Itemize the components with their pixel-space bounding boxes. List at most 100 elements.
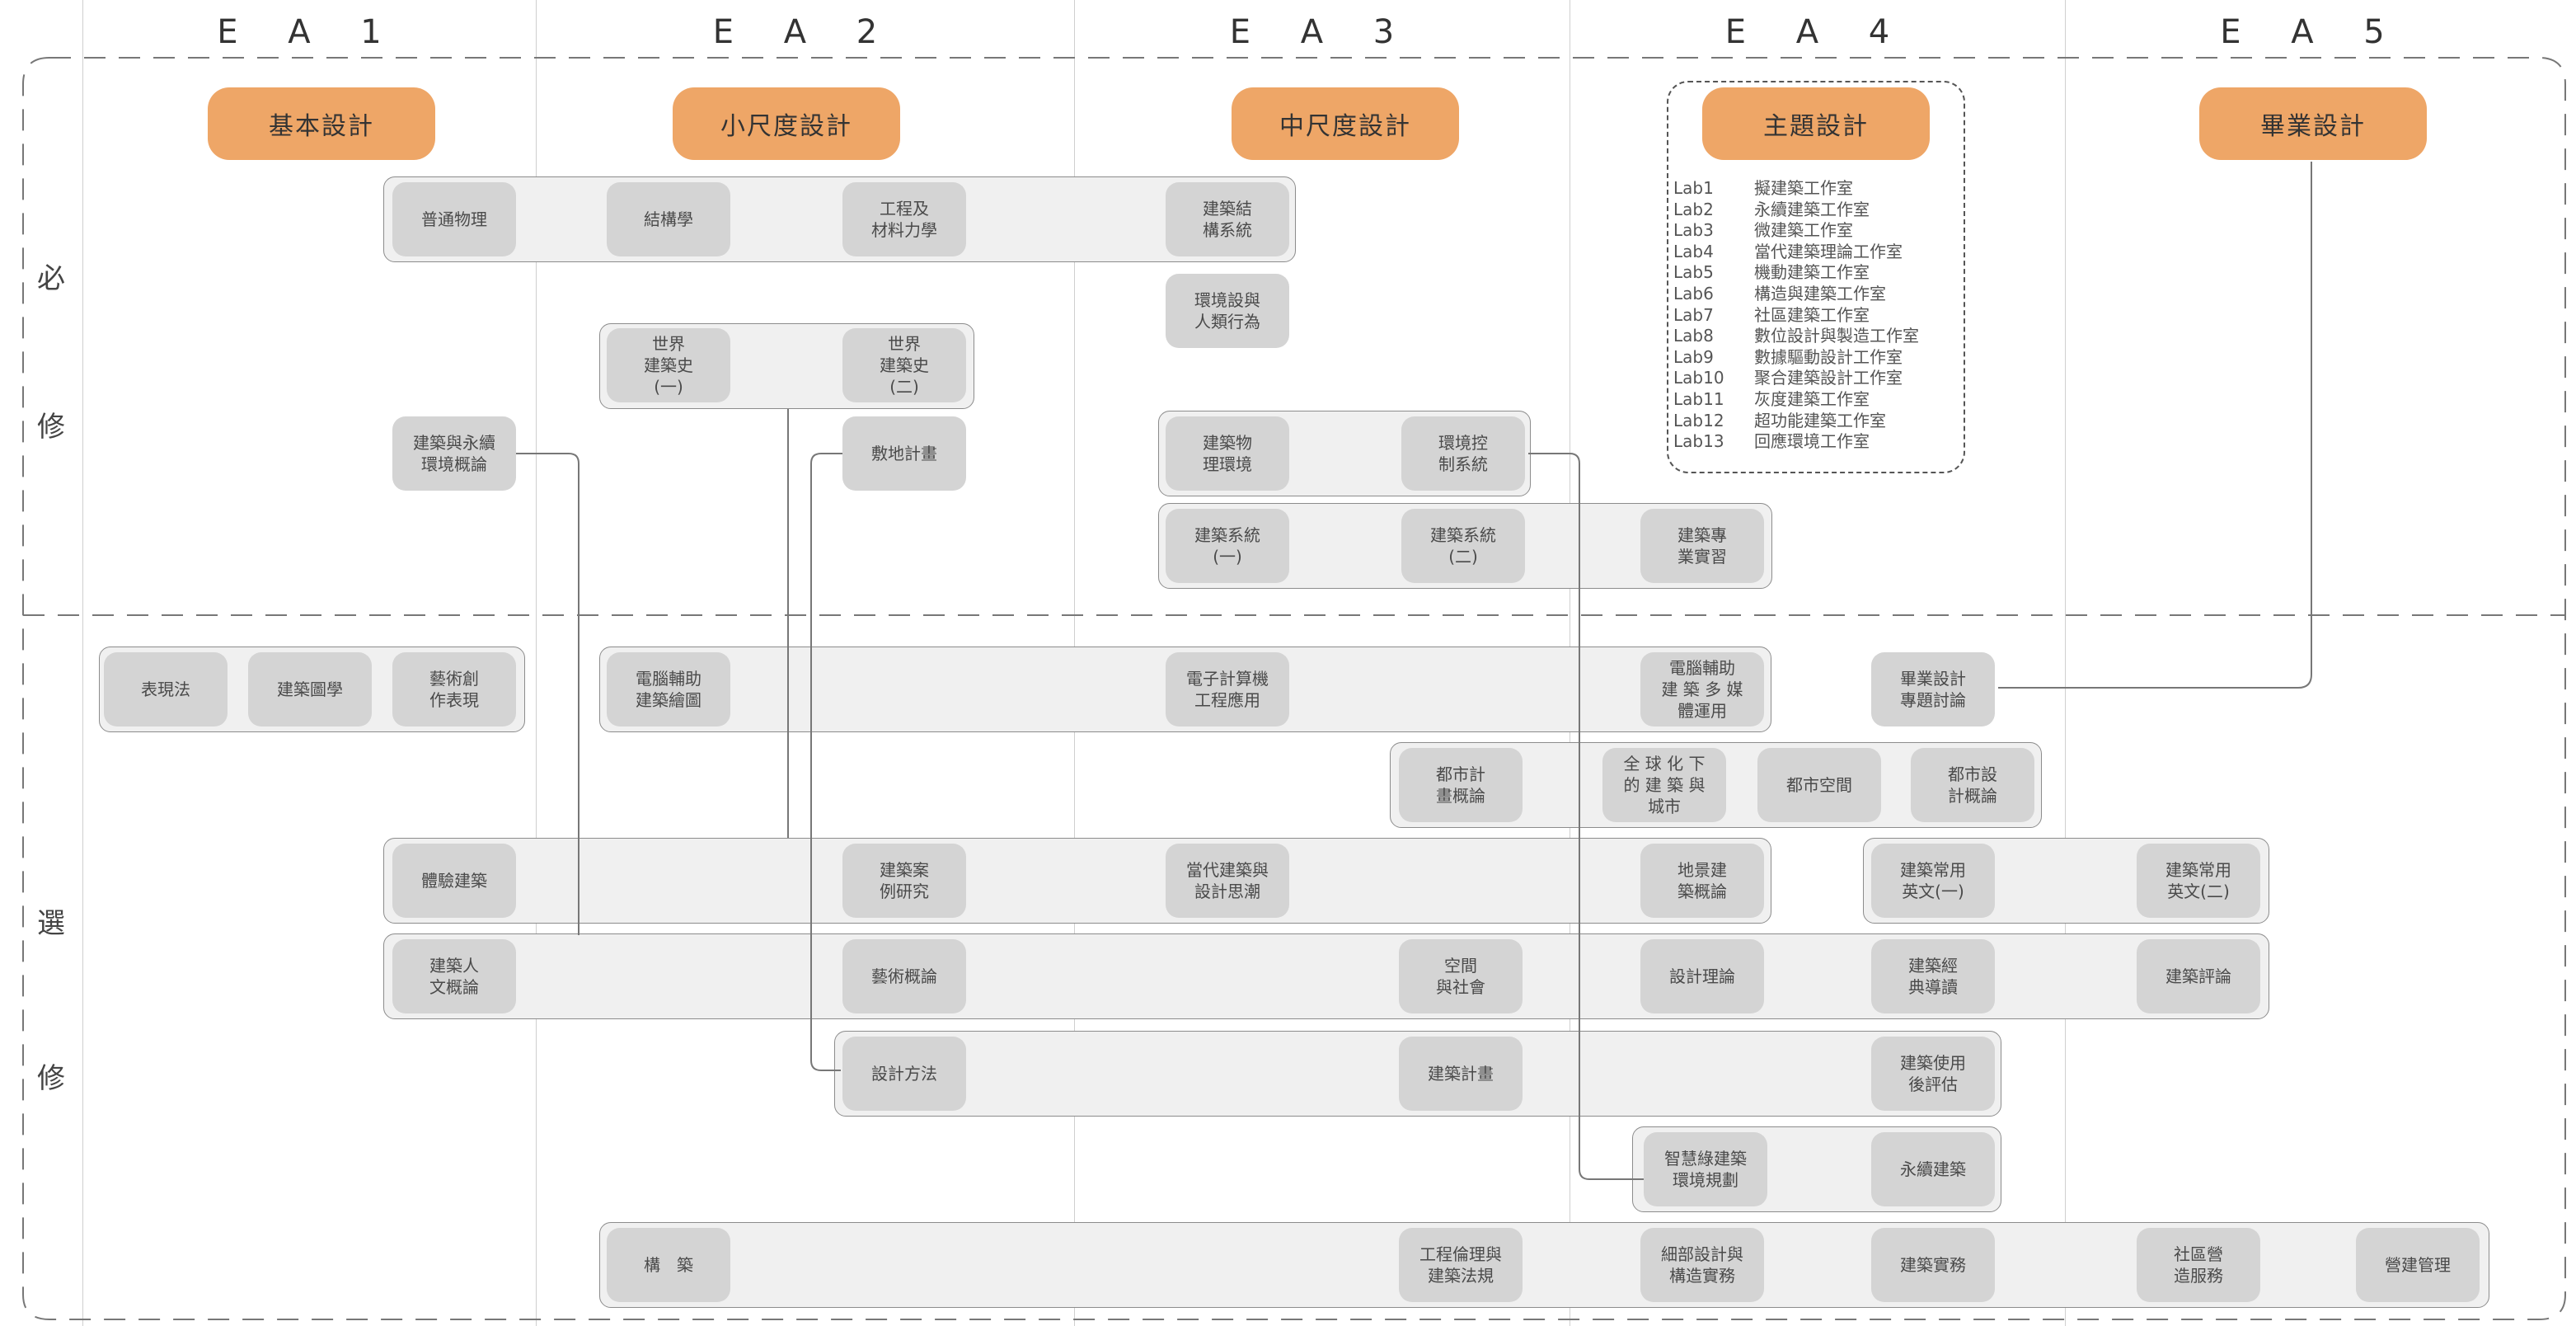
course-urban-space[interactable]: 都市空間 xyxy=(1757,748,1881,822)
course-landscape[interactable]: 地景建 築概論 xyxy=(1640,844,1764,918)
course-architectural-graphics[interactable]: 建築圖學 xyxy=(248,652,372,726)
group-structures xyxy=(383,176,1296,262)
lab-id: Lab5 xyxy=(1673,262,1714,283)
lab-id: Lab4 xyxy=(1673,241,1714,261)
course-cad-multimedia[interactable]: 電腦輔助 建 築 多 媒 體運用 xyxy=(1640,652,1764,726)
course-smart-green[interactable]: 智慧綠建築 環境規劃 xyxy=(1644,1132,1767,1206)
course-building-physics[interactable]: 建築物 理環境 xyxy=(1166,416,1289,491)
lab-name: 數據驅動設計工作室 xyxy=(1754,346,1903,367)
connector-environment-control xyxy=(1528,453,1644,1180)
lab-item: Lab9 數據驅動設計工作室 xyxy=(1673,347,1970,369)
column-divider xyxy=(2065,0,2066,1326)
course-representation[interactable]: 表現法 xyxy=(104,652,228,726)
lab-name: 微建築工作室 xyxy=(1754,220,1853,241)
course-design-theory[interactable]: 設計理論 xyxy=(1640,939,1764,1013)
studio-small-scale: 小尺度設計 xyxy=(673,87,900,160)
course-building-structures[interactable]: 建築結 構系統 xyxy=(1166,182,1289,256)
course-world-history-1[interactable]: 世界 建築史 (一) xyxy=(607,328,730,402)
course-construction[interactable]: 構 築 xyxy=(607,1228,730,1302)
lab-name: 超功能建築工作室 xyxy=(1754,410,1886,430)
course-environment-control[interactable]: 環境控 制系統 xyxy=(1401,416,1525,491)
course-globalization[interactable]: 全 球 化 下 的 建 築 與 城市 xyxy=(1602,748,1726,822)
column-header-ea1: E A 1 xyxy=(217,13,401,51)
lab-id: Lab7 xyxy=(1673,304,1714,325)
lab-id: Lab6 xyxy=(1673,283,1714,303)
lab-name: 構造與建築工作室 xyxy=(1754,283,1886,303)
course-construction-management[interactable]: 營建管理 xyxy=(2356,1228,2480,1302)
lab-name: 永續建築工作室 xyxy=(1754,199,1870,219)
course-ethics-regulations[interactable]: 工程倫理與 建築法規 xyxy=(1399,1228,1523,1302)
course-art-intro[interactable]: 藝術概論 xyxy=(842,939,966,1013)
course-space-society[interactable]: 空間 與社會 xyxy=(1399,939,1523,1013)
course-community-service[interactable]: 社區營 造服務 xyxy=(2137,1228,2260,1302)
outer-dashed-frame xyxy=(22,57,2566,1320)
lab-name: 回應環境工作室 xyxy=(1754,431,1870,452)
studio-thematic: 主題設計 xyxy=(1702,87,1930,160)
course-sustainability-intro[interactable]: 建築與永續 環境概論 xyxy=(392,416,516,491)
connector-site-planning xyxy=(810,453,846,1071)
group-theory xyxy=(383,838,1771,924)
course-architecture-practice[interactable]: 建築實務 xyxy=(1871,1228,1995,1302)
course-urban-design[interactable]: 都市設 計概論 xyxy=(1911,748,2034,822)
connector-sustainability xyxy=(516,453,579,935)
label-required-1: 必 xyxy=(37,262,65,295)
course-environment-behavior[interactable]: 環境設與 人類行為 xyxy=(1166,274,1289,348)
course-english-2[interactable]: 建築常用 英文(二) xyxy=(2137,844,2260,918)
studio-basic-design: 基本設計 xyxy=(208,87,435,160)
column-header-ea2: E A 2 xyxy=(712,13,898,51)
course-building-systems-2[interactable]: 建築系統 (二) xyxy=(1401,509,1525,583)
lab-id: Lab2 xyxy=(1673,199,1714,219)
course-general-physics[interactable]: 普通物理 xyxy=(392,182,516,256)
course-world-history-2[interactable]: 世界 建築史 (二) xyxy=(842,328,966,402)
lab-id: Lab3 xyxy=(1673,220,1714,241)
course-case-studies[interactable]: 建築案 例研究 xyxy=(842,844,966,918)
lab-id: Lab13 xyxy=(1673,431,1724,452)
course-computer-applications[interactable]: 電子計算機 工程應用 xyxy=(1166,652,1289,726)
course-engineering-materials[interactable]: 工程及 材料力學 xyxy=(842,182,966,256)
column-header-ea4: E A 4 xyxy=(1724,13,1910,51)
lab-item: Lab2 永續建築工作室 xyxy=(1673,200,1970,221)
course-english-1[interactable]: 建築常用 英文(一) xyxy=(1871,844,1995,918)
lab-name: 社區建築工作室 xyxy=(1754,304,1870,325)
column-header-ea3: E A 3 xyxy=(1229,13,1415,51)
lab-item: Lab6 構造與建築工作室 xyxy=(1673,284,1970,305)
course-sustainable-architecture[interactable]: 永續建築 xyxy=(1871,1132,1995,1206)
column-divider xyxy=(536,0,537,1326)
course-post-occupancy[interactable]: 建築使用 後評估 xyxy=(1871,1037,1995,1111)
lab-item: Lab3 微建築工作室 xyxy=(1673,220,1970,242)
column-header-ea5: E A 5 xyxy=(2220,13,2405,51)
course-detail-design[interactable]: 細部設計與 構造實務 xyxy=(1640,1228,1764,1302)
label-required-2: 修 xyxy=(37,411,65,444)
course-structural-mechanics[interactable]: 結構學 xyxy=(607,182,730,256)
course-building-systems-1[interactable]: 建築系統 (一) xyxy=(1166,509,1289,583)
course-architecture-criticism[interactable]: 建築評論 xyxy=(2137,939,2260,1013)
course-experiencing-architecture[interactable]: 體驗建築 xyxy=(392,844,516,918)
lab-item: Lab13 回應環境工作室 xyxy=(1673,431,1970,453)
course-cad-drawing[interactable]: 電腦輔助 建築繪圖 xyxy=(607,652,730,726)
lab-id: Lab9 xyxy=(1673,346,1714,367)
course-art-creation[interactable]: 藝術創 作表現 xyxy=(392,652,516,726)
label-elective-2: 修 xyxy=(37,1062,65,1095)
course-graduation-seminar[interactable]: 畢業設計 專題討論 xyxy=(1871,652,1995,726)
lab-item: Lab7 社區建築工作室 xyxy=(1673,305,1970,327)
course-professional-practice[interactable]: 建築專 業實習 xyxy=(1640,509,1764,583)
lab-name: 灰度建築工作室 xyxy=(1754,388,1870,409)
lab-id: Lab10 xyxy=(1673,368,1724,388)
course-site-planning[interactable]: 敷地計畫 xyxy=(842,416,966,491)
course-architectural-programming[interactable]: 建築計畫 xyxy=(1399,1037,1523,1111)
studio-medium-scale: 中尺度設計 xyxy=(1232,87,1459,160)
label-elective-1: 選 xyxy=(37,907,65,940)
course-urban-planning[interactable]: 都市計 畫概論 xyxy=(1399,748,1523,822)
course-design-methods[interactable]: 設計方法 xyxy=(842,1037,966,1111)
course-contemporary-thought[interactable]: 當代建築與 設計思潮 xyxy=(1166,844,1289,918)
studio-graduation: 畢業設計 xyxy=(2199,87,2427,160)
course-humanities[interactable]: 建築人 文概論 xyxy=(392,939,516,1013)
course-classic-readings[interactable]: 建築經 典導讀 xyxy=(1871,939,1995,1013)
